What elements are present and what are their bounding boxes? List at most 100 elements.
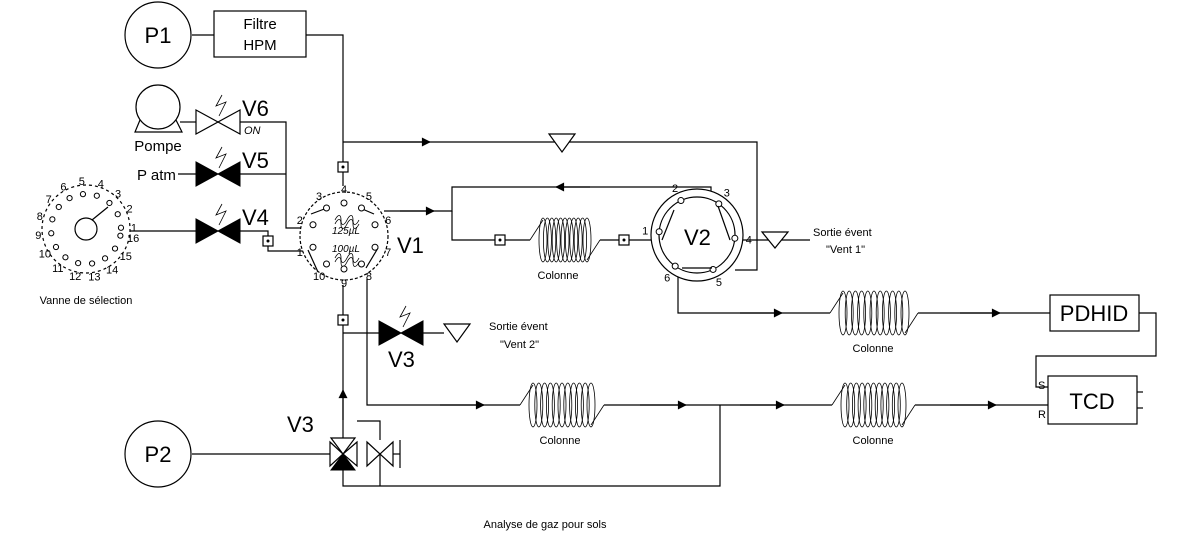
column-1 <box>529 217 601 263</box>
coil-loop <box>528 382 538 428</box>
v1-port-8 <box>357 260 365 268</box>
coil-loop <box>546 382 555 428</box>
coil-loop <box>869 290 879 336</box>
coil-loop <box>875 290 885 336</box>
selection-port-1 <box>117 224 125 231</box>
coil-loop <box>863 382 873 428</box>
column-4-label: Colonne <box>853 435 894 447</box>
selection-port-label: 13 <box>88 271 100 283</box>
v2-port-label: 3 <box>724 187 730 199</box>
v2-ports: 1 2 3 4 5 6 <box>642 183 752 289</box>
v1-port-7 <box>371 243 379 251</box>
column-4 <box>831 382 916 428</box>
v2-port-label: 5 <box>716 277 722 289</box>
hpm-filter: Filtre HPM <box>213 10 307 58</box>
selection-port-label: 8 <box>37 211 43 223</box>
filter-label-line1: Filtre <box>243 16 276 33</box>
v6-label: V6 <box>242 96 269 121</box>
diagram-caption: Analyse de gaz pour sols <box>484 519 607 531</box>
coil-loop <box>569 217 579 263</box>
v1-port-label: 7 <box>385 247 391 259</box>
coil-loop <box>586 382 596 428</box>
coil-loop <box>880 382 890 428</box>
coil-loop <box>547 217 557 263</box>
coil-loop <box>900 290 910 336</box>
coil-loop <box>565 217 574 263</box>
v1-port-label: 10 <box>313 271 325 283</box>
selection-port-label: 9 <box>35 230 41 242</box>
patm-label: P atm <box>137 167 176 184</box>
vent-1-line2: "Vent 1" <box>826 244 865 256</box>
coil-loop <box>563 382 573 428</box>
coil-loop <box>556 217 565 263</box>
v1-port-6 <box>371 221 379 229</box>
selection-port-label: 7 <box>46 194 52 206</box>
v1-port-label: 6 <box>385 215 391 227</box>
coil-loop <box>560 217 570 263</box>
selection-port-9 <box>48 230 55 237</box>
selection-valve-label: Vanne de sélection <box>40 295 133 307</box>
coil-loop <box>891 382 901 428</box>
pdhid-label: PDHID <box>1060 301 1128 326</box>
loop-100 <box>334 253 360 267</box>
v4-label: V4 <box>242 205 269 230</box>
selection-port-label: 4 <box>98 178 104 190</box>
v1-port-label: 4 <box>341 184 347 196</box>
coil-loop <box>551 217 561 263</box>
coil-loop <box>551 382 561 428</box>
column-3 <box>519 382 605 428</box>
v2-port-label: 4 <box>746 235 752 247</box>
v3-mid-label: V3 <box>388 347 415 372</box>
vent-top <box>547 133 577 154</box>
flow-arrows <box>338 137 1001 420</box>
coil-loop <box>882 290 891 336</box>
piping <box>116 34 1157 487</box>
p1-label: P1 <box>145 23 172 48</box>
coil-loop <box>857 290 866 336</box>
loop-125-label: 125µL <box>332 226 360 237</box>
filter-label-line2: HPM <box>243 37 276 54</box>
v3-bottom-label: V3 <box>287 412 314 437</box>
v1-port-label: 5 <box>366 191 372 203</box>
selection-port-4 <box>93 192 100 199</box>
v2-port-label: 6 <box>664 273 670 285</box>
selection-port-13 <box>88 260 96 267</box>
loop-125 <box>334 215 360 229</box>
selection-port-11 <box>62 254 69 261</box>
tcd-detector: TCD S R <box>1038 375 1143 425</box>
v2-port-label: 1 <box>642 225 648 237</box>
selection-port-6 <box>66 194 73 202</box>
valve-v4: V4 <box>195 203 269 244</box>
tcd-r-label: R <box>1038 409 1046 421</box>
coil-loop <box>869 382 878 428</box>
coil-loop <box>886 382 895 428</box>
p2-label: P2 <box>145 442 172 467</box>
vent-1-line1: Sortie évent <box>813 227 872 239</box>
selection-port-label: 11 <box>52 263 63 275</box>
selection-port-8 <box>49 216 56 223</box>
v2-port-label: 2 <box>672 183 678 195</box>
selection-port-label: 10 <box>39 249 51 261</box>
coil-loop <box>578 217 587 263</box>
v1-port-4 <box>340 199 348 207</box>
coil-loop <box>874 382 884 428</box>
selection-port-10 <box>52 243 60 251</box>
valve-v5: V5 <box>195 146 269 187</box>
selection-port-7 <box>55 203 62 211</box>
v2-port-2 <box>677 197 685 205</box>
selection-port-label: 2 <box>126 204 132 216</box>
loop-100-label: 100µL <box>332 244 360 255</box>
v1-port-label: 2 <box>297 215 303 227</box>
v1-port-10 <box>323 260 331 268</box>
selection-port-label: 6 <box>60 182 66 194</box>
coil-loop <box>569 382 578 428</box>
vent-2: Sortie évent "Vent 2" <box>442 321 548 351</box>
tcd-s-label: S <box>1038 380 1045 392</box>
check-points <box>262 161 630 326</box>
